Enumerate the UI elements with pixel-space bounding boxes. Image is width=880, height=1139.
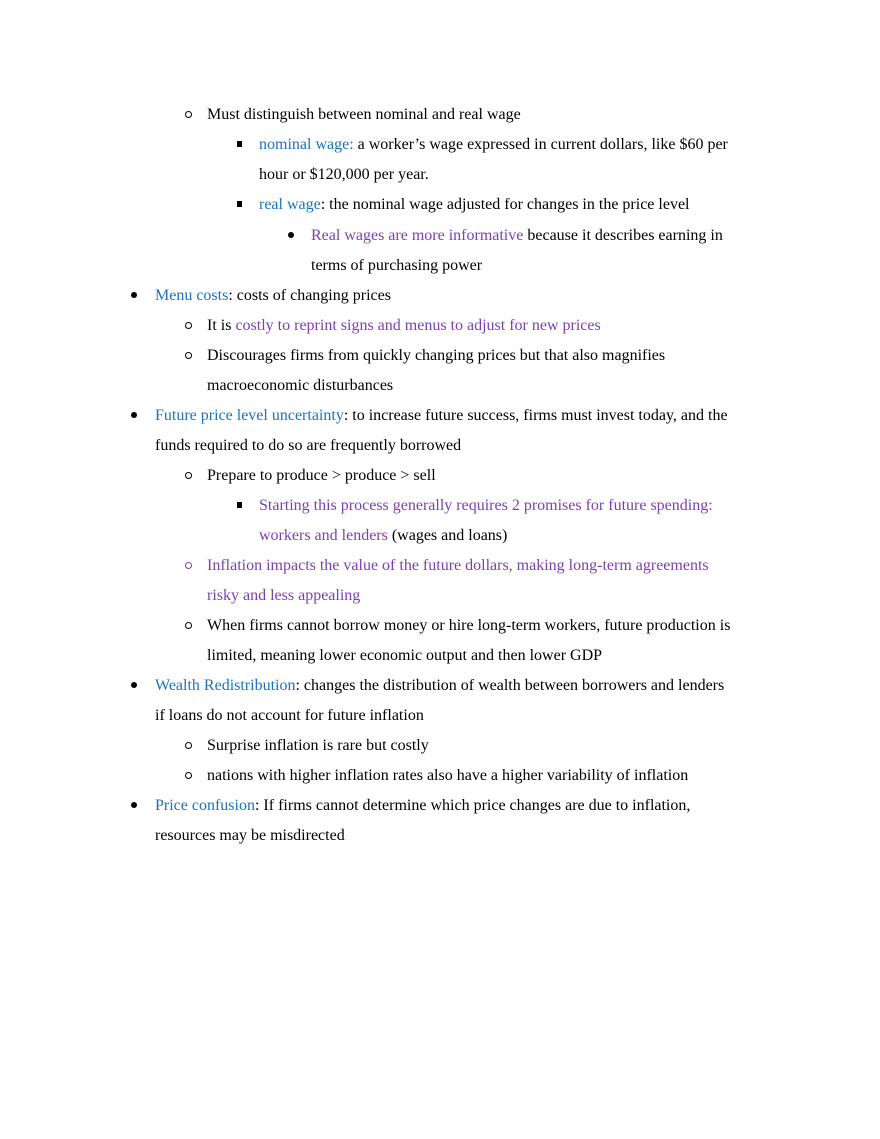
term-menu-costs: Menu costs: [155, 287, 229, 304]
circle-bullet-icon: [181, 766, 195, 786]
square-bullet-icon: [232, 135, 246, 155]
circle-bullet-icon: [181, 316, 195, 336]
list-item: Starting this process generally requires…: [259, 497, 713, 514]
term-real-wage: real wage: [259, 196, 321, 213]
square-bullet-icon: [232, 496, 246, 516]
term-wealth-redistribution: Wealth Redistribution: [155, 677, 296, 694]
list-item-continuation: funds required to do so are frequently b…: [155, 437, 462, 454]
disc-bullet-icon: [127, 406, 141, 426]
list-item: Menu costs: costs of changing prices: [155, 287, 391, 304]
circle-bullet-icon: [181, 105, 195, 125]
square-bullet-icon: [232, 195, 246, 215]
term-nominal-wage: nominal wage:: [259, 136, 354, 153]
disc-bullet-icon: [284, 226, 298, 246]
disc-bullet-icon: [127, 676, 141, 696]
circle-bullet-icon: [181, 556, 195, 576]
circle-bullet-icon: [181, 736, 195, 756]
list-item-continuation: terms of purchasing power: [311, 257, 483, 274]
circle-bullet-icon: [181, 616, 195, 636]
list-item: Future price level uncertainty: to incre…: [155, 407, 728, 424]
list-item: Real wages are more informative because …: [311, 227, 723, 244]
list-item-continuation: risky and less appealing: [207, 587, 361, 604]
list-item-continuation: workers and lenders (wages and loans): [259, 527, 508, 544]
list-item: Wealth Redistribution: changes the distr…: [155, 677, 725, 694]
disc-bullet-icon: [127, 286, 141, 306]
list-item: Surprise inflation is rare but costly: [207, 737, 429, 754]
list-item: When firms cannot borrow money or hire l…: [207, 617, 731, 634]
list-item: It is costly to reprint signs and menus …: [207, 317, 601, 334]
list-item: Price confusion: If firms cannot determi…: [155, 797, 691, 814]
list-item: Discourages firms from quickly changing …: [207, 347, 666, 364]
list-item: Inflation impacts the value of the futur…: [207, 557, 709, 574]
term-future-price-level-uncertainty: Future price level uncertainty: [155, 407, 344, 424]
list-item-continuation: resources may be misdirected: [155, 827, 345, 844]
list-item: nations with higher inflation rates also…: [207, 767, 689, 784]
list-item-continuation: macroeconomic disturbances: [207, 377, 394, 394]
list-item-continuation: limited, meaning lower economic output a…: [207, 647, 603, 664]
disc-bullet-icon: [127, 796, 141, 816]
list-item-continuation: hour or $120,000 per year.: [259, 166, 429, 183]
circle-bullet-icon: [181, 346, 195, 366]
list-item: real wage: the nominal wage adjusted for…: [259, 196, 690, 213]
list-item: Prepare to produce > produce > sell: [207, 467, 436, 484]
circle-bullet-icon: [181, 466, 195, 486]
term-price-confusion: Price confusion: [155, 797, 255, 814]
list-item: nominal wage: a worker’s wage expressed …: [259, 136, 728, 153]
list-item-continuation: if loans do not account for future infla…: [155, 707, 424, 724]
list-item: Must distinguish between nominal and rea…: [207, 106, 521, 123]
